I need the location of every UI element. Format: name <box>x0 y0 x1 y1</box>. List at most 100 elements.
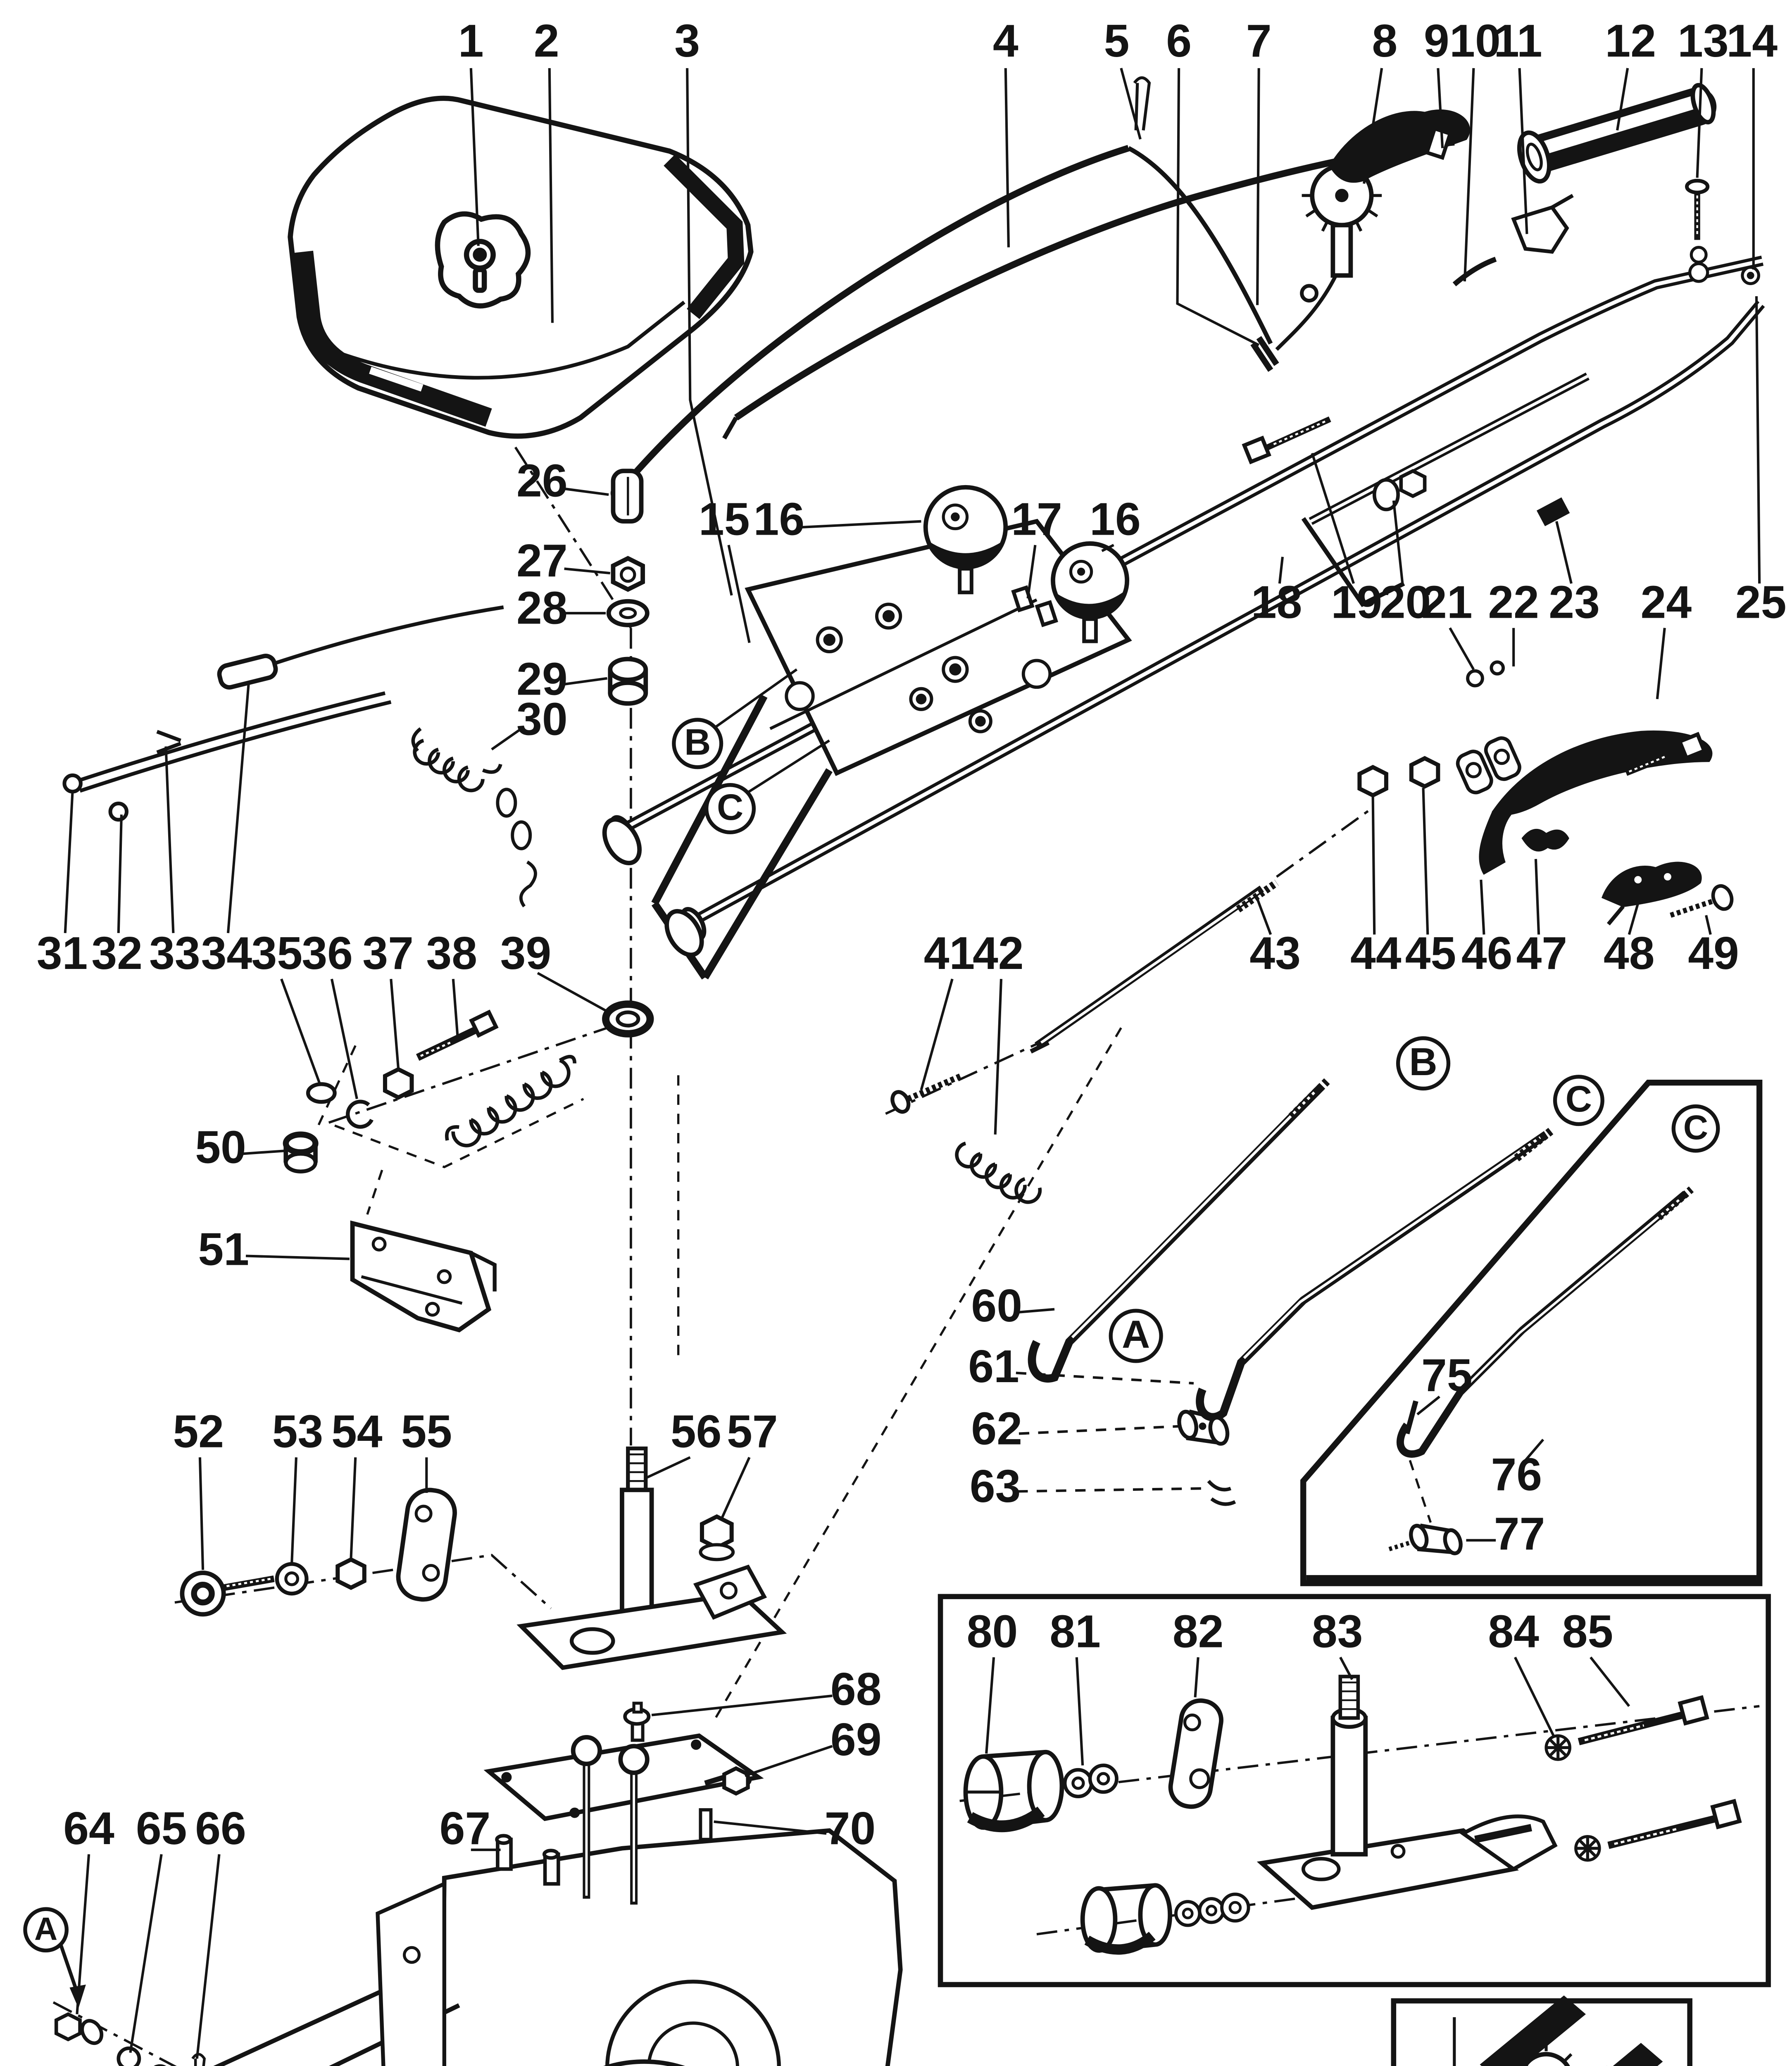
leader-line-25-25 <box>1755 296 1761 584</box>
leader-line-44-43 <box>1371 797 1376 935</box>
rod-A <box>1196 1131 1549 1421</box>
post-56 <box>516 1446 787 1670</box>
view-letter-A-3: A <box>1109 1309 1163 1363</box>
final-drive <box>603 2059 685 2066</box>
drain-bolt-64-65-66 <box>54 2012 206 2066</box>
cable-throttle <box>1127 146 1273 345</box>
part-label-44-43: 44 <box>1350 927 1402 979</box>
part-label-75-68: 75 <box>1421 1349 1473 1401</box>
part-label-35-35: 35 <box>251 927 302 979</box>
svg-text:C: C <box>1566 1078 1592 1119</box>
shift-rods <box>1028 1078 1555 1506</box>
screw-24 <box>1625 732 1707 776</box>
leader-line-21-21 <box>1449 627 1475 670</box>
part-label-67-64: 67 <box>440 1802 491 1854</box>
leader-line-48-47 <box>1628 903 1640 935</box>
leader-line-66-63 <box>195 1854 221 2059</box>
part-label-51-50: 51 <box>198 1223 249 1275</box>
part-label-82-73: 82 <box>1173 1605 1224 1657</box>
leader-line-2-1 <box>548 68 554 323</box>
part-label-37-37: 37 <box>362 927 414 979</box>
washer-35 <box>306 1082 337 1104</box>
screw-13 <box>1685 179 1710 283</box>
circlip-36 <box>346 1100 374 1129</box>
part-label-13-12: 13 <box>1678 15 1729 67</box>
dimension-arrows <box>1453 2017 1456 2066</box>
bolt-38 <box>416 1009 499 1061</box>
pin-75 <box>1404 1400 1418 1435</box>
leader-line-29-29 <box>564 677 607 685</box>
leader-line-4-3 <box>1004 68 1010 248</box>
part-label-70-67: 70 <box>825 1802 876 1854</box>
part-label-77-70: 77 <box>1494 1508 1545 1559</box>
part-label-63-60: 63 <box>970 1460 1021 1512</box>
rod-lever-cluster <box>890 416 1734 1204</box>
leader-line-31-31 <box>64 790 74 933</box>
part-label-84-75: 84 <box>1488 1605 1539 1657</box>
leader-line-50-49 <box>243 1149 286 1155</box>
leader-line-19-19 <box>1311 452 1355 584</box>
leader-line-6-5 <box>1176 68 1260 346</box>
part-label-3-2: 3 <box>674 15 700 67</box>
leader-line-52-51 <box>198 1457 205 1570</box>
leader-line-9-8 <box>1437 68 1444 148</box>
gearbox <box>54 1702 903 2066</box>
part-label-46-45: 46 <box>1461 927 1513 979</box>
part-label-26-26: 26 <box>516 455 568 506</box>
part-label-16-15: 16 <box>754 493 805 545</box>
part-label-32-32: 32 <box>91 927 143 979</box>
part-label-81-72: 81 <box>1049 1605 1101 1657</box>
part-label-38-38: 38 <box>426 927 477 979</box>
part-label-6-5: 6 <box>1166 15 1192 67</box>
part-label-42-41: 42 <box>973 927 1024 979</box>
leader-line-54-53 <box>350 1457 357 1558</box>
leader-line-20-20 <box>1392 500 1404 584</box>
rod-76 <box>1396 1191 1688 1458</box>
part-label-57-56: 57 <box>727 1406 778 1457</box>
part-label-50-49: 50 <box>195 1121 246 1173</box>
washer-14 <box>1741 266 1760 285</box>
leader-line-51-50 <box>245 1254 350 1260</box>
leader-line-23-23 <box>1555 521 1573 584</box>
view-letter-C-1: C <box>704 739 830 835</box>
part-label-36-36: 36 <box>302 927 353 979</box>
part-label-68-65: 68 <box>831 1663 882 1715</box>
part-label-18-18: 18 <box>1251 576 1302 628</box>
grommet-39 <box>602 1000 654 1038</box>
leader-lines <box>64 68 1761 2059</box>
part-label-12-11: 12 <box>1605 15 1656 67</box>
knob-group <box>180 1446 787 1670</box>
shift-rails <box>571 1735 650 1905</box>
part-label-61-58: 61 <box>968 1340 1019 1392</box>
svg-text:C: C <box>1683 1108 1708 1147</box>
svg-text:A: A <box>34 1911 57 1947</box>
leader-line-16-15 <box>801 520 921 529</box>
leader-line-26-26 <box>564 487 609 496</box>
leader-line-13-12 <box>1696 68 1703 178</box>
bracket-51 <box>350 1220 497 1333</box>
clutch-lever-46 <box>1456 731 1713 875</box>
tension-spring <box>445 1054 577 1147</box>
inset-box-c <box>1300 1079 1763 1586</box>
part-label-15-14: 15 <box>699 493 750 545</box>
leader-line-12-11 <box>1616 68 1629 131</box>
leader-line-7-6 <box>1256 68 1260 305</box>
leader-line-37-37 <box>390 978 400 1070</box>
part-label-30-30: 30 <box>516 693 568 745</box>
leader-line-70-67 <box>714 1820 827 1835</box>
part-label-41-40: 41 <box>924 927 975 979</box>
part-label-60-57: 60 <box>971 1280 1022 1331</box>
clip-63 <box>1207 1480 1236 1506</box>
part-label-7-6: 7 <box>1246 15 1272 67</box>
svg-text:B: B <box>684 721 711 762</box>
part-label-39-39: 39 <box>500 927 552 979</box>
washer-nut-20 <box>1372 469 1427 512</box>
part-label-16-17: 16 <box>1090 493 1141 545</box>
part-label-69-66: 69 <box>831 1714 882 1765</box>
leader-line-27-27 <box>564 567 611 575</box>
dome-cap-16-left <box>923 485 1008 595</box>
part-label-33-33: 33 <box>149 927 200 979</box>
part-label-49-48: 49 <box>1688 927 1739 979</box>
spring-30 <box>411 727 502 793</box>
part-label-19-19: 19 <box>1331 576 1382 628</box>
